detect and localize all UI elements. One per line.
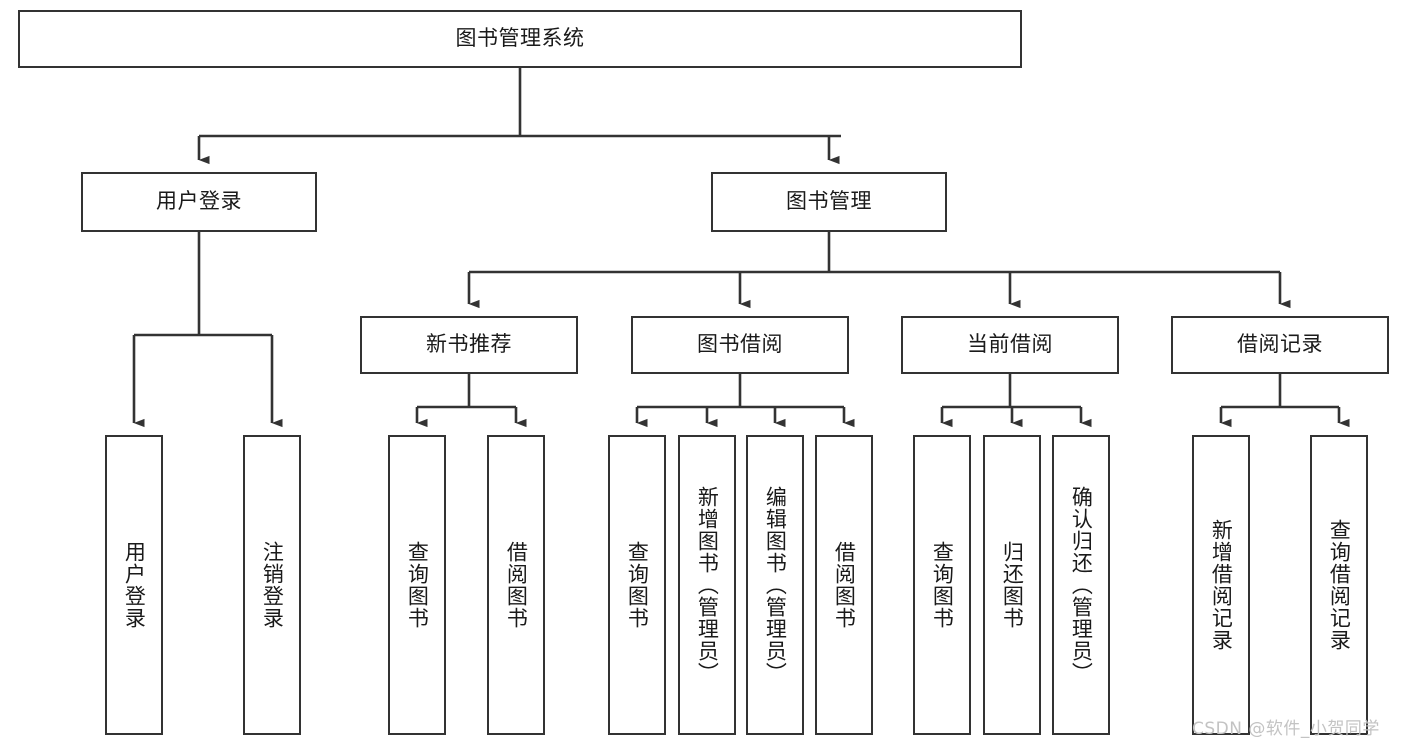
csdn-watermark: CSDN @软件_小贺同学 <box>1192 719 1380 739</box>
leaf-confirm-return-label: 确认归还（管理员） <box>1069 486 1094 684</box>
leaf-add-book[interactable]: 新增图书（管理员） <box>678 435 736 735</box>
leaf-return-book-label: 归还图书 <box>1000 541 1025 629</box>
leaf-borrow-book-1-label: 借阅图书 <box>504 541 529 629</box>
leaf-query-record[interactable]: 查询借阅记录 <box>1310 435 1368 735</box>
leaf-query-book-1-label: 查询图书 <box>405 541 430 629</box>
leaf-borrow-book-2[interactable]: 借阅图书 <box>815 435 873 735</box>
leaf-borrow-book-1[interactable]: 借阅图书 <box>487 435 545 735</box>
leaf-add-record[interactable]: 新增借阅记录 <box>1192 435 1250 735</box>
leaf-query-book-3[interactable]: 查询图书 <box>913 435 971 735</box>
node-current-borrow-label: 当前借阅 <box>967 332 1053 357</box>
node-new-book-recommend-label: 新书推荐 <box>426 332 512 357</box>
leaf-user-logout-label: 注销登录 <box>260 541 285 629</box>
leaf-user-login-label: 用户登录 <box>122 541 147 629</box>
leaf-user-logout[interactable]: 注销登录 <box>243 435 301 735</box>
node-book-borrow-label: 图书借阅 <box>697 332 783 357</box>
node-current-borrow[interactable]: 当前借阅 <box>901 316 1119 374</box>
node-borrow-record-label: 借阅记录 <box>1237 332 1323 357</box>
leaf-user-login[interactable]: 用户登录 <box>105 435 163 735</box>
node-user-login-label: 用户登录 <box>156 189 242 214</box>
node-book-manage[interactable]: 图书管理 <box>711 172 947 232</box>
leaf-query-record-label: 查询借阅记录 <box>1327 519 1352 651</box>
node-root[interactable]: 图书管理系统 <box>18 10 1022 68</box>
node-root-label: 图书管理系统 <box>455 26 585 51</box>
node-user-login[interactable]: 用户登录 <box>81 172 317 232</box>
leaf-query-book-2[interactable]: 查询图书 <box>608 435 666 735</box>
leaf-borrow-book-2-label: 借阅图书 <box>832 541 857 629</box>
leaf-return-book[interactable]: 归还图书 <box>983 435 1041 735</box>
node-book-manage-label: 图书管理 <box>786 189 872 214</box>
node-borrow-record[interactable]: 借阅记录 <box>1171 316 1389 374</box>
leaf-query-book-2-label: 查询图书 <box>625 541 650 629</box>
leaf-confirm-return[interactable]: 确认归还（管理员） <box>1052 435 1110 735</box>
leaf-edit-book-label: 编辑图书（管理员） <box>763 486 788 684</box>
leaf-edit-book[interactable]: 编辑图书（管理员） <box>746 435 804 735</box>
leaf-add-record-label: 新增借阅记录 <box>1209 519 1234 651</box>
leaf-query-book-3-label: 查询图书 <box>930 541 955 629</box>
leaf-query-book-1[interactable]: 查询图书 <box>388 435 446 735</box>
node-book-borrow[interactable]: 图书借阅 <box>631 316 849 374</box>
leaf-add-book-label: 新增图书（管理员） <box>695 486 720 684</box>
node-new-book-recommend[interactable]: 新书推荐 <box>360 316 578 374</box>
